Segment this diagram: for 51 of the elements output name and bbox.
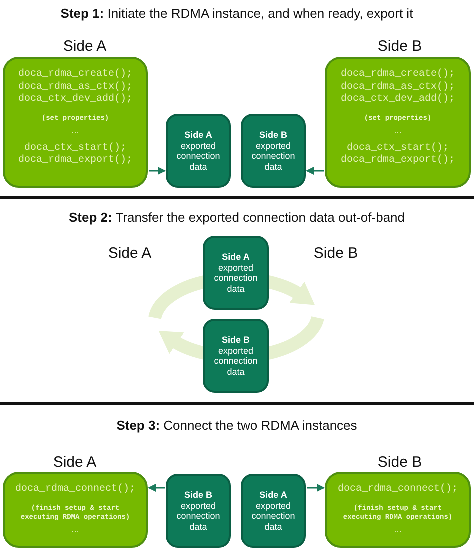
data-title: Side A: [260, 490, 288, 501]
arrow: [306, 167, 324, 175]
data-description: exported connection data: [176, 500, 222, 532]
code-comment: …: [72, 126, 80, 134]
code-block-box: [3, 57, 148, 188]
code-line: doca_rdma_as_ctx();: [340, 82, 456, 94]
step-heading: Step 1: Initiate the RDMA instance, and when ready, export it: [60, 5, 414, 23]
data-description: exported connection data: [213, 346, 259, 378]
arrow: [148, 484, 165, 492]
data-title: Side A: [222, 252, 250, 263]
code-block-box: [325, 57, 471, 188]
step-heading: Step 3: Connect the two RDMA instances: [116, 417, 358, 435]
code-line: doca_ctx_dev_add();: [340, 94, 456, 106]
code-comment: …: [72, 524, 80, 534]
data-description: exported connection data: [213, 262, 259, 294]
code-line: doca_ctx_start();: [24, 142, 127, 154]
data-box: [166, 114, 231, 188]
arrow: [307, 484, 325, 492]
data-description: exported connection data: [250, 140, 296, 172]
data-box: [241, 114, 306, 188]
data-description: exported connection data: [176, 140, 222, 172]
code-comment: …: [394, 524, 402, 534]
step-heading: Step 2: Transfer the exported connection data out-of-band: [68, 209, 406, 227]
data-title: Side B: [222, 334, 250, 346]
data-title: Side B: [184, 490, 212, 501]
code-line: doca_rdma_create();: [340, 69, 456, 82]
code-line: doca_rdma_connect();: [15, 484, 136, 496]
code-block-box: [3, 472, 148, 548]
data-title: Side A: [184, 130, 212, 141]
side-label: Side B: [378, 37, 422, 57]
code-line: doca_ctx_dev_add();: [18, 94, 133, 106]
code-block-box: [325, 472, 471, 548]
data-box: [203, 319, 269, 393]
data-title: Side B: [259, 130, 288, 141]
code-line: doca_rdma_export();: [340, 155, 456, 168]
side-label: Side B: [314, 244, 358, 264]
code-comment: …: [394, 126, 402, 134]
code-line: doca_rdma_create();: [18, 69, 133, 82]
data-box: [241, 474, 306, 548]
side-label: Side A: [63, 37, 107, 57]
arrow: [149, 167, 166, 175]
code-line: doca_rdma_as_ctx();: [18, 82, 133, 94]
side-label: Side B: [378, 453, 422, 473]
data-box: [166, 474, 231, 548]
code-line: doca_rdma_connect();: [338, 484, 458, 496]
data-description: exported connection data: [250, 500, 296, 532]
code-line: doca_rdma_export();: [18, 155, 133, 168]
code-line: doca_ctx_start();: [346, 142, 450, 154]
side-label: Side A: [108, 244, 152, 264]
side-label: Side A: [53, 453, 97, 473]
data-box: [203, 236, 269, 310]
